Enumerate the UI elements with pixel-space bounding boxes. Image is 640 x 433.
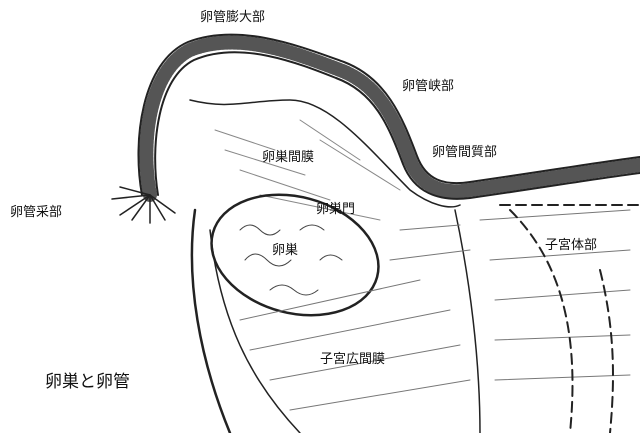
diagram-title: 卵巣と卵管 bbox=[45, 372, 130, 392]
label-ovary: 卵巣 bbox=[272, 243, 299, 258]
fallopian-tube bbox=[139, 35, 640, 202]
label-uterus-body: 子宮体部 bbox=[545, 238, 598, 253]
label-broad-ligament: 子宮広間膜 bbox=[320, 352, 386, 367]
label-fimbria: 卵管采部 bbox=[10, 205, 63, 220]
label-interstitial: 卵管間質部 bbox=[432, 145, 498, 160]
label-mesovarium: 卵巣間膜 bbox=[262, 150, 315, 165]
mesovarium bbox=[189, 99, 461, 208]
label-hilum: 卵巣門 bbox=[316, 202, 356, 217]
label-ampulla: 卵管膨大部 bbox=[200, 10, 266, 25]
broad-ligament bbox=[190, 208, 232, 433]
fimbria bbox=[111, 186, 176, 224]
label-isthmus: 卵管峡部 bbox=[402, 79, 455, 94]
